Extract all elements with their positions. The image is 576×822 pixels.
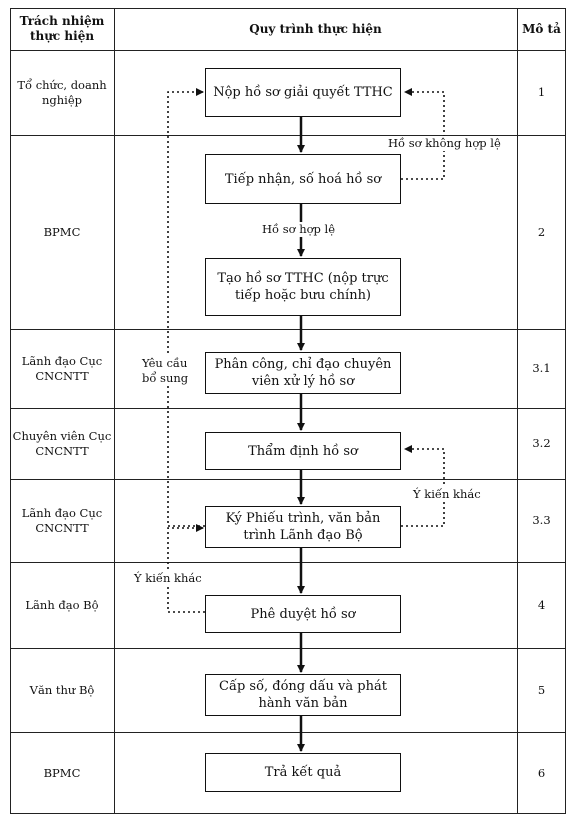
description-cell: 3.3 (532, 513, 551, 527)
step-create-dossier: Tạo hồ sơ TTHC (nộp trực tiếp hoặc bưu c… (205, 258, 401, 316)
description-cell: 3.1 (532, 361, 551, 375)
invalid-dossier-label: Hồ sơ không hợp lệ (388, 136, 501, 151)
step-appraise-dossier: Thẩm định hồ sơ (205, 432, 401, 470)
row-divider (10, 648, 566, 649)
other-opinion-line-2 (167, 524, 205, 613)
other-opinion-label: Ý kiến khác (134, 571, 202, 586)
header-process: Quy trình thực hiện (249, 21, 382, 36)
step-submit-dossier: Nộp hồ sơ giải quyết TTHC (205, 68, 401, 117)
row-divider (10, 562, 566, 563)
valid-dossier-label: Hồ sơ hợp lệ (262, 222, 336, 237)
row-divider (10, 135, 566, 136)
header-responsibility: Trách nhiệm thực hiện (19, 14, 105, 43)
header-description: Mô tả (522, 21, 561, 36)
description-cell: 6 (537, 765, 546, 780)
column-divider (517, 8, 518, 814)
row-divider (10, 329, 566, 330)
column-divider (114, 8, 115, 814)
description-cell: 3.2 (532, 436, 551, 450)
step-receive-digitize: Tiếp nhận, số hoá hồ sơ (205, 154, 401, 204)
role-cell: Lãnh đạo Bộ (25, 597, 99, 612)
process-table (10, 8, 566, 814)
description-cell: 5 (537, 682, 546, 697)
role-cell: Chuyên viên Cục CNCNTT (12, 428, 112, 458)
step-assign-direct: Phân công, chỉ đạo chuyên viên xử lý hồ … (205, 352, 401, 394)
invalid-return-line (401, 88, 445, 180)
step-issue-document: Cấp số, đóng dấu và phát hành văn bản (205, 674, 401, 716)
role-cell: Lãnh đạo Cục CNCNTT (21, 353, 103, 383)
other-opinion-label: Ý kiến khác (413, 487, 481, 502)
role-cell: Lãnh đạo Cục CNCNTT (21, 505, 103, 535)
role-cell: BPMC (43, 224, 81, 239)
supplement-request-label: Yêu cầu bổ sung (142, 356, 194, 386)
row-divider (10, 732, 566, 733)
supplement-request-line (167, 88, 205, 527)
header-divider (10, 50, 566, 51)
role-cell: Tổ chức, doanh nghiệp (17, 77, 107, 107)
description-cell: 1 (537, 85, 546, 99)
description-cell: 4 (537, 597, 546, 612)
description-cell: 2 (537, 224, 546, 239)
row-divider (10, 479, 566, 480)
role-cell: BPMC (43, 765, 81, 780)
row-divider (10, 408, 566, 409)
step-approve-dossier: Phê duyệt hồ sơ (205, 595, 401, 633)
step-sign-submission: Ký Phiếu trình, văn bản trình Lãnh đạo B… (205, 506, 401, 548)
step-return-result: Trả kết quả (205, 753, 401, 792)
role-cell: Văn thư Bộ (29, 682, 95, 697)
